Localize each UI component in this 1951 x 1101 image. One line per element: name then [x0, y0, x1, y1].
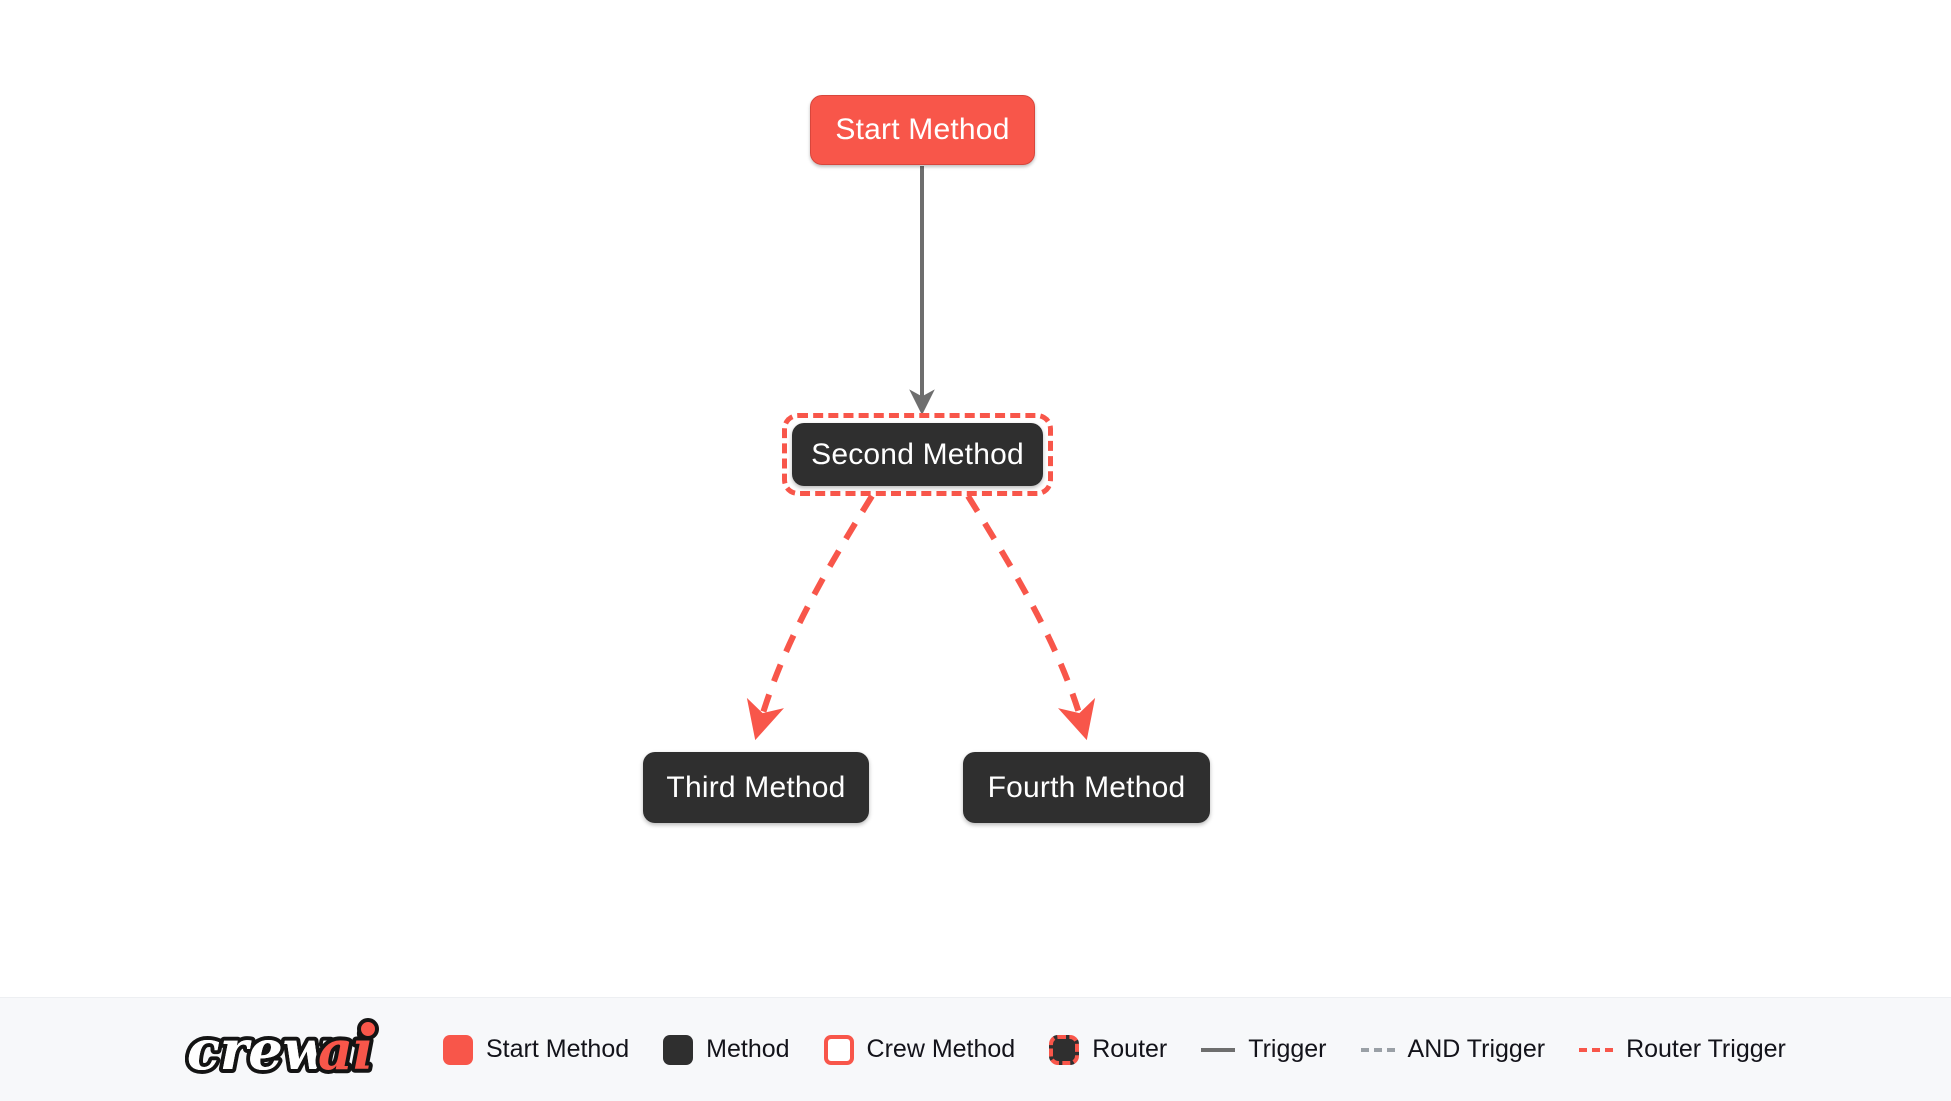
edge-second-to-third	[746, 494, 875, 741]
legend-item-trigger[interactable]: Trigger	[1201, 1035, 1327, 1064]
edges-layer	[746, 166, 1096, 741]
legend-label-router: Router	[1092, 1035, 1168, 1063]
crewai-logo-crew: crew	[187, 1018, 332, 1082]
node-second-method-label: Second Method	[811, 437, 1024, 471]
legend-bar: crew crew ai Start Method Method Crew Me…	[0, 997, 1951, 1101]
node-second-method[interactable]: Second Method	[792, 423, 1043, 486]
node-start-method-label: Start Method	[835, 113, 1010, 146]
legend-label-crew-method: Crew Method	[866, 1035, 1016, 1063]
legend-item-start-method[interactable]: Start Method	[443, 1034, 630, 1065]
node-second-method-router-ring[interactable]: Second Method	[782, 413, 1053, 496]
crewai-logo-crew-fill: crew	[187, 1018, 332, 1082]
method-swatch-icon	[663, 1034, 694, 1065]
legend-label-start-method: Start Method	[486, 1035, 630, 1063]
and-trigger-line-icon	[1360, 1047, 1395, 1052]
legend-label-and-trigger: AND Trigger	[1407, 1035, 1546, 1063]
legend-item-crew-method[interactable]: Crew Method	[823, 1034, 1016, 1065]
legend-label-trigger: Trigger	[1248, 1035, 1327, 1063]
node-third-method[interactable]: Third Method	[643, 752, 869, 823]
node-third-method-label: Third Method	[666, 770, 846, 804]
legend-item-and-trigger[interactable]: AND Trigger	[1360, 1035, 1546, 1064]
node-start-method[interactable]: Start Method	[810, 95, 1035, 165]
crew-method-swatch-icon	[823, 1034, 854, 1065]
legend-label-router-trigger: Router Trigger	[1626, 1035, 1786, 1063]
crewai-logo: crew crew ai	[185, 1015, 407, 1085]
crewai-logo-dot	[357, 1017, 379, 1040]
trigger-line-icon	[1201, 1047, 1236, 1052]
legend-item-router-trigger[interactable]: Router Trigger	[1579, 1035, 1786, 1064]
legend-item-router[interactable]: Router	[1049, 1034, 1168, 1065]
start-method-swatch-icon	[443, 1034, 473, 1065]
node-fourth-method-label: Fourth Method	[987, 770, 1186, 804]
edge-second-to-fourth	[965, 494, 1096, 741]
router-swatch-icon	[1049, 1034, 1080, 1065]
router-trigger-line-icon	[1579, 1047, 1614, 1052]
node-fourth-method[interactable]: Fourth Method	[963, 752, 1210, 823]
legend-label-method: Method	[706, 1035, 790, 1063]
legend-content: crew crew ai Start Method Method Crew Me…	[185, 1015, 1820, 1085]
legend-item-method[interactable]: Method	[663, 1034, 790, 1065]
flow-canvas[interactable]: Start Method Second Method Third Method …	[0, 0, 1951, 997]
